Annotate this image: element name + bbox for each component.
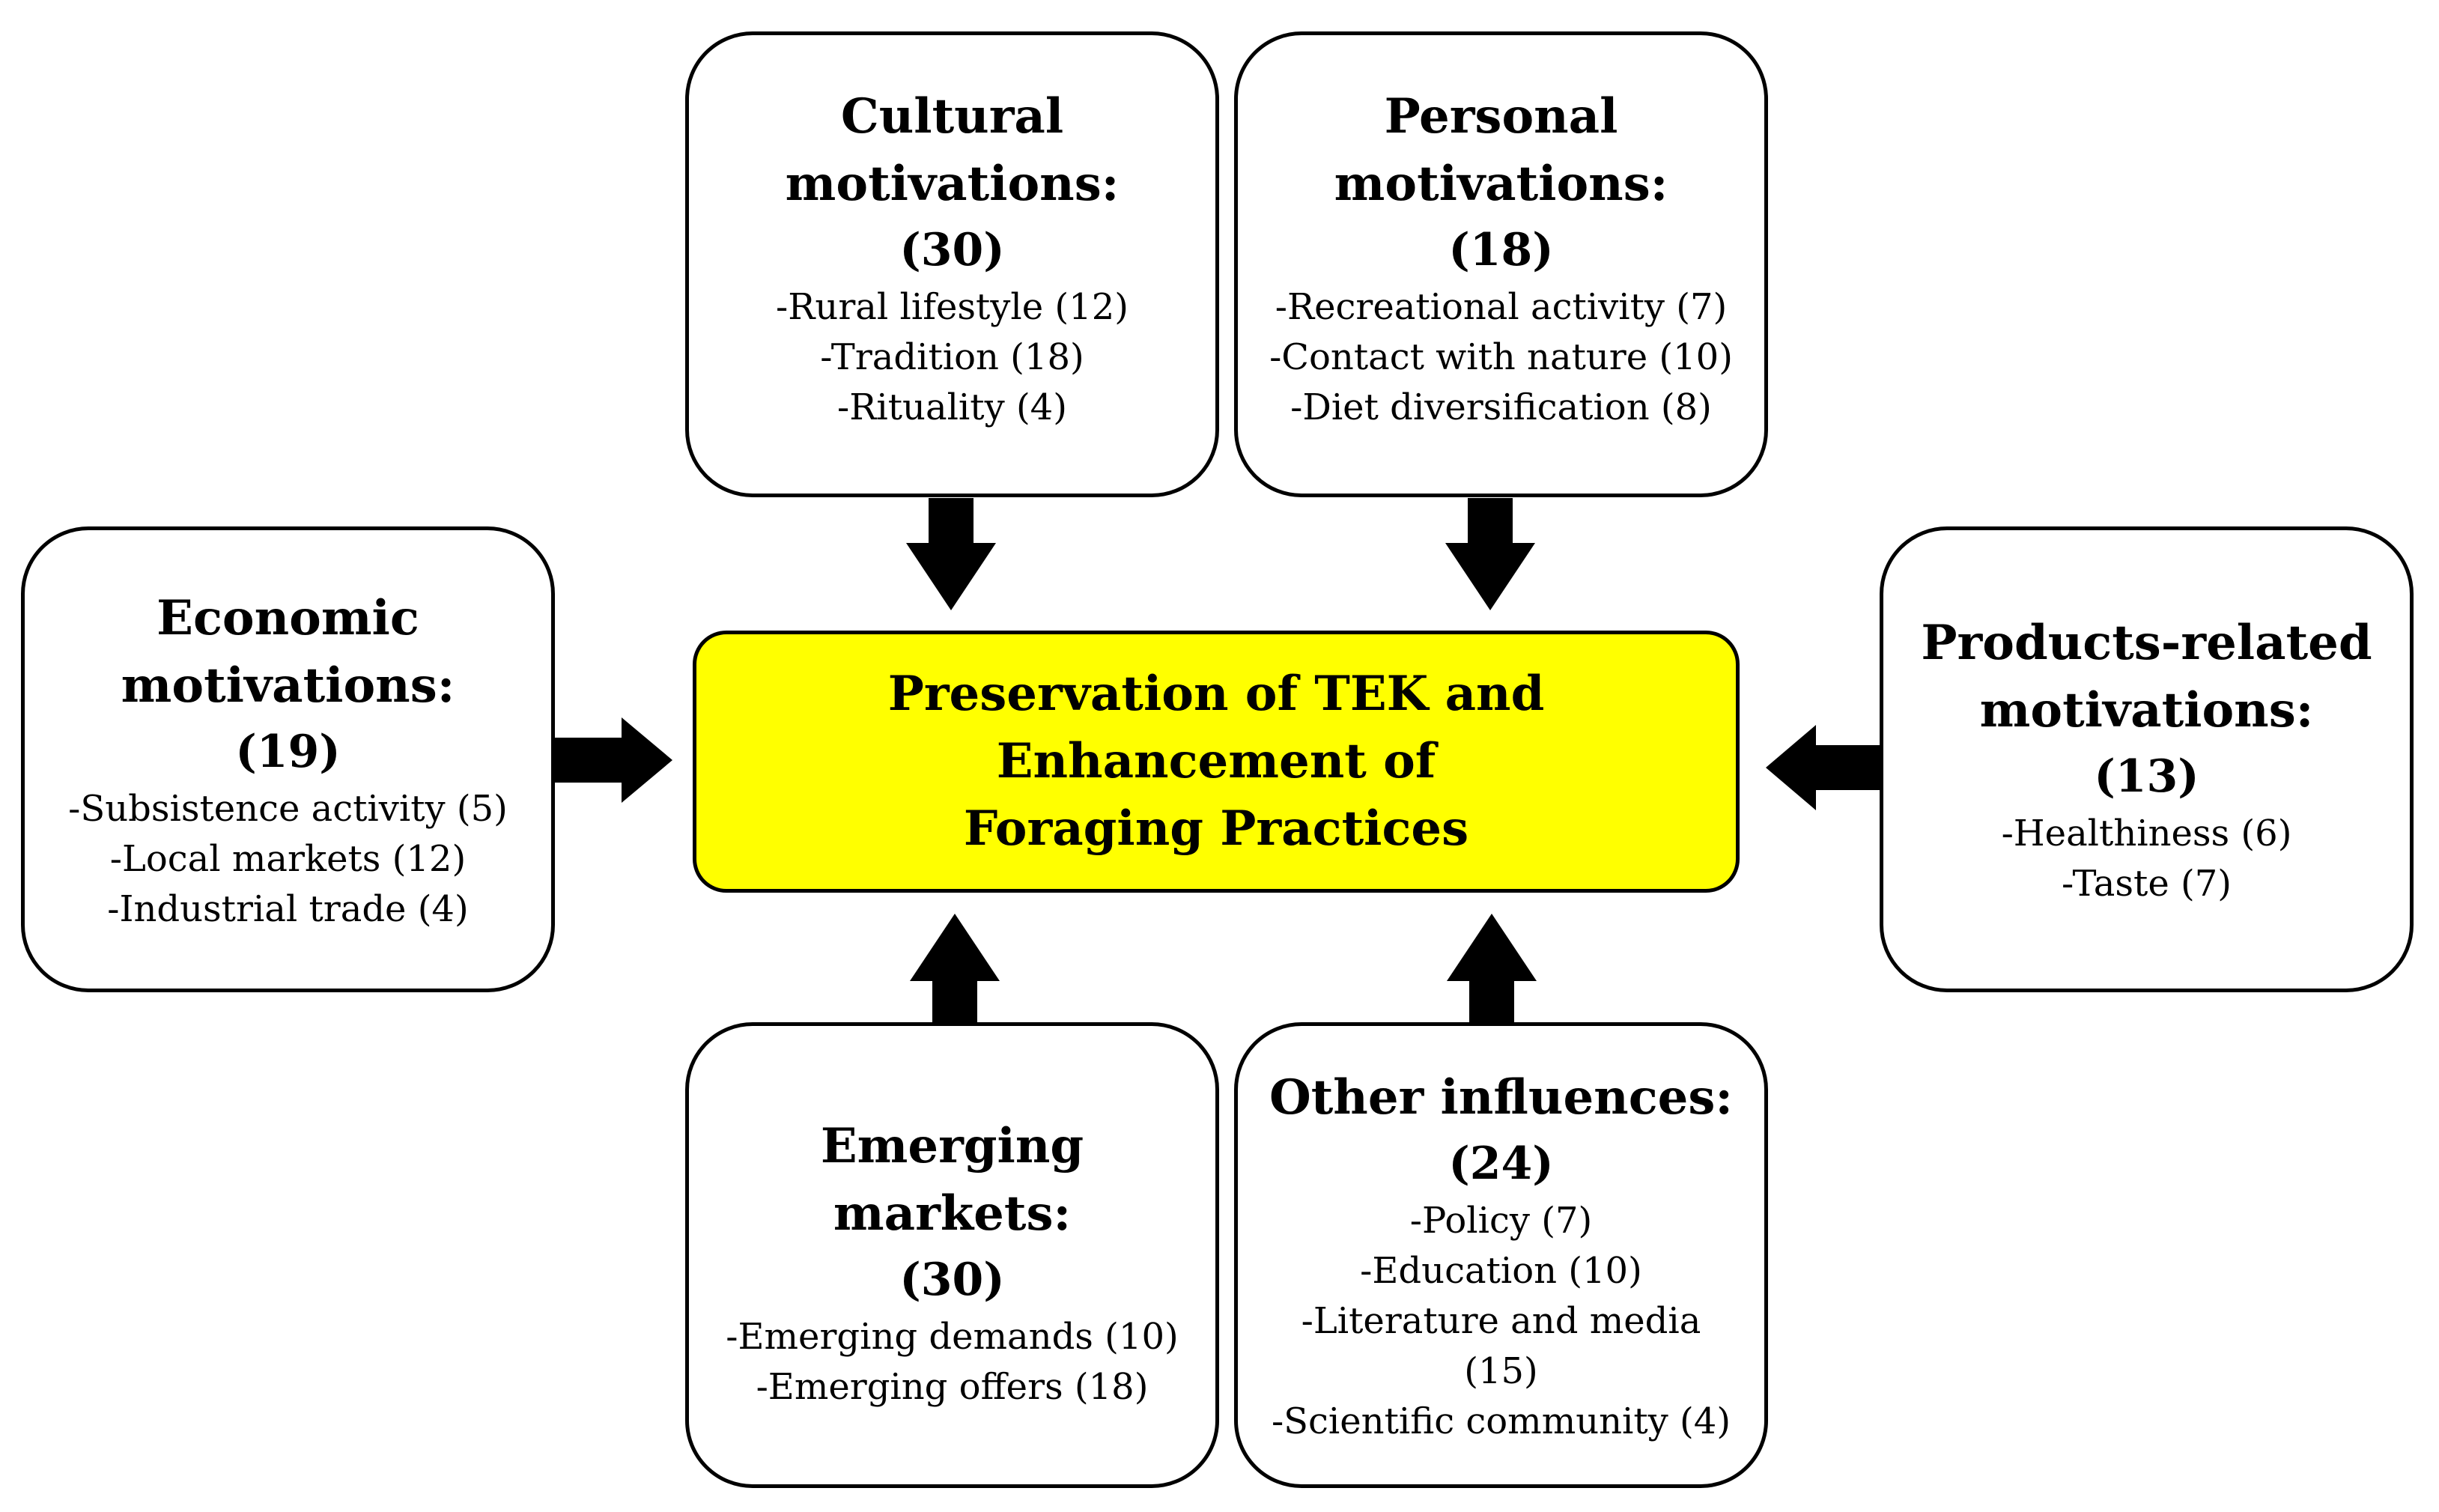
products-related-motivations-count: (13) xyxy=(2094,750,2199,803)
list-item: -Healthiness (6) xyxy=(2001,813,2292,854)
cultural-motivations-count: (30) xyxy=(899,223,1005,276)
cultural-motivations-box: Cultural motivations: (30) -Rural lifest… xyxy=(685,31,1219,497)
arrow-personal-to-center xyxy=(1445,498,1535,610)
list-item: -Taste (7) xyxy=(2062,863,2232,905)
arrow-other-to-center xyxy=(1447,914,1537,1030)
other-influences-list: -Policy (7) -Education (10) -Literature … xyxy=(1272,1196,1731,1447)
other-influences-title: Other influences: xyxy=(1269,1069,1734,1126)
emerging-markets-box: Emerging markets: (30) -Emerging demands… xyxy=(685,1022,1219,1488)
list-item: -Local markets (12) xyxy=(109,837,467,880)
cultural-motivations-title: Cultural motivations: xyxy=(785,88,1120,212)
cultural-motivations-list: -Rural lifestyle (12) -Tradition (18) -R… xyxy=(776,282,1129,433)
list-item: -Contact with nature (10) xyxy=(1269,336,1733,378)
list-item: -Scientific community (4) xyxy=(1271,1400,1731,1442)
emerging-markets-title: Emerging markets: xyxy=(820,1118,1084,1242)
other-influences-box: Other influences: (24) -Policy (7) -Educ… xyxy=(1234,1022,1768,1488)
list-item: -Emerging offers (18) xyxy=(756,1366,1149,1408)
list-item: -Industrial trade (4) xyxy=(107,887,469,930)
list-item: -Policy (7) xyxy=(1409,1199,1593,1242)
personal-motivations-title: Personal motivations: xyxy=(1334,88,1668,212)
list-item: -Rituality (4) xyxy=(837,386,1067,428)
list-item: -Diet diversification (8) xyxy=(1290,386,1712,428)
list-item: -Emerging demands (10) xyxy=(726,1316,1179,1358)
economic-motivations-box: Economic motivations: (19) -Subsistence … xyxy=(21,526,555,992)
emerging-markets-list: -Emerging demands (10) -Emerging offers … xyxy=(726,1312,1178,1412)
arrow-economic-to-center xyxy=(554,717,672,803)
central-goal-title: Preservation of TEK and Enhancement of F… xyxy=(887,666,1545,857)
arrow-emerging-to-center xyxy=(910,914,1000,1030)
other-influences-count: (24) xyxy=(1448,1137,1554,1190)
list-item: -Literature and media (15) xyxy=(1301,1299,1701,1392)
products-related-motivations-list: -Healthiness (6) -Taste (7) xyxy=(2002,809,2292,909)
list-item: -Tradition (18) xyxy=(820,336,1084,378)
list-item: -Education (10) xyxy=(1360,1249,1642,1292)
list-item: -Subsistence activity (5) xyxy=(68,787,508,830)
central-goal-box: Preservation of TEK and Enhancement of F… xyxy=(693,631,1740,893)
list-item: -Rural lifestyle (12) xyxy=(776,285,1129,328)
economic-motivations-count: (19) xyxy=(235,725,341,778)
products-related-motivations-box: Products-related motivations: (13) -Heal… xyxy=(1880,526,2414,992)
personal-motivations-box: Personal motivations: (18) -Recreational… xyxy=(1234,31,1768,497)
list-item: -Recreational activity (7) xyxy=(1275,285,1728,328)
personal-motivations-count: (18) xyxy=(1448,223,1554,276)
emerging-markets-count: (30) xyxy=(899,1254,1005,1306)
economic-motivations-title: Economic motivations: xyxy=(121,589,455,714)
economic-motivations-list: -Subsistence activity (5) -Local markets… xyxy=(68,784,508,935)
personal-motivations-list: -Recreational activity (7) -Contact with… xyxy=(1269,282,1733,433)
arrow-cultural-to-center xyxy=(906,498,996,610)
arrow-products-to-center xyxy=(1766,725,1881,810)
products-related-motivations-title: Products-related motivations: xyxy=(1921,615,2372,738)
